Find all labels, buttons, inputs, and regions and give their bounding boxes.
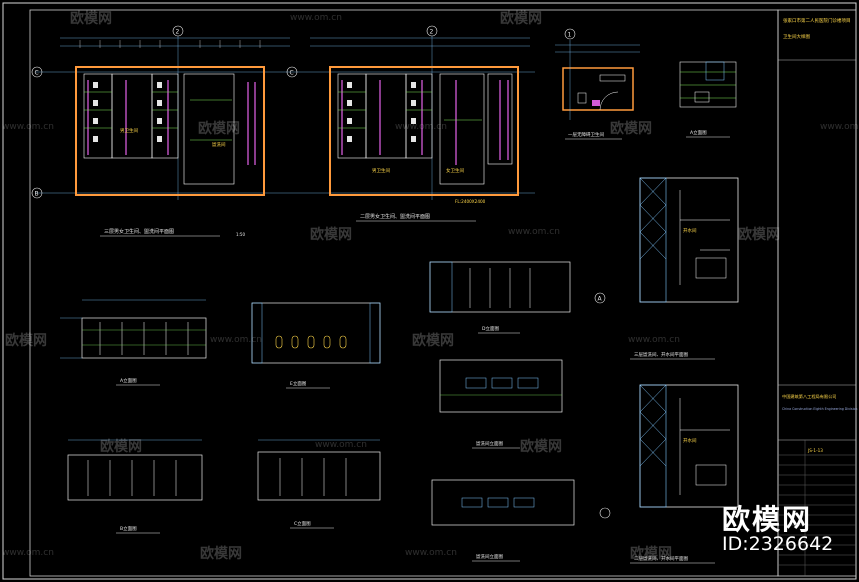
watermark-url: www.om.cn — [405, 548, 457, 558]
view-title: 二层男女卫生间、盥洗间平面图 — [360, 213, 430, 220]
room-label-male: 男卫生间 — [120, 127, 138, 134]
organization: 中国建筑第八工程局有限公司 — [782, 393, 836, 400]
organization-en: China Construction Eighth Engineering Di… — [782, 407, 857, 411]
watermark-url: www.om.cn — [210, 335, 262, 345]
view-title: 三层男女卫生间、盥洗间平面图 — [104, 228, 174, 235]
axis-label: C — [35, 70, 39, 77]
watermark-brand: 欧模网 — [310, 227, 352, 243]
elevation-b: B立面图 — [67, 439, 203, 534]
view-title: 二层盥洗间、开水间平面图 — [634, 555, 688, 562]
elevation-d: D立面图 — [429, 261, 571, 334]
room-label-male: 男卫生间 — [372, 167, 390, 174]
axis-bubble — [426, 25, 438, 37]
axis-label: 2 — [176, 29, 180, 36]
axis-label: 1 — [568, 32, 572, 39]
plan-second-floor: 男卫生间 女卫生间 FL:2400X2400 2 C 二层男女卫生间、盥洗间平面… — [286, 25, 535, 222]
watermark-brand: 欧模网 — [412, 333, 454, 349]
view-title: A立面图 — [690, 129, 707, 136]
room-label-female: 女卫生间 — [446, 167, 464, 174]
elevation-f: 盥洗间立面图 — [439, 359, 563, 449]
watermark-url: www.om.cn — [290, 13, 342, 23]
brand-logo: 欧模网 — [722, 503, 813, 536]
elevation-accessible: A立面图 — [679, 61, 737, 138]
view-title: C立面图 — [294, 520, 311, 527]
plan-accessible-toilet: 1 一层无障碍卫生间 — [555, 28, 640, 140]
axis-label: 2 — [430, 29, 434, 36]
axis-bubble — [594, 292, 606, 304]
watermark-url: www.om.cn — [2, 548, 54, 558]
watermark-url: www.om.cn — [315, 440, 367, 450]
view-title: 盥洗间立面图 — [476, 440, 503, 447]
watermark-brand: 欧模网 — [610, 121, 652, 137]
axis-label: C — [290, 70, 294, 77]
axis-bubble — [172, 25, 184, 37]
drawing-subtitle: 卫生间大样图 — [783, 33, 810, 40]
axis-bubble — [564, 28, 576, 40]
room-label-wash: 盥洗间 — [212, 141, 226, 148]
watermark-brand: 欧模网 — [5, 333, 47, 349]
view-title: A立面图 — [120, 377, 137, 384]
watermark-url: www.om.cn — [628, 335, 680, 345]
view-scale: 1:50 — [236, 232, 245, 237]
watermark-url: www.om.cn — [508, 227, 560, 237]
watermark-brand: 欧模网 — [200, 546, 242, 562]
project-name: 张家口市第二人民医院门诊楼项目 — [783, 17, 851, 24]
axis-label: B — [35, 191, 39, 198]
watermark-brand: 欧模网 — [520, 439, 562, 455]
view-title: E立面图 — [290, 380, 307, 387]
plan-third-floor: 男卫生间 盥洗间 2 C B 三层男女卫生间、盥洗间平面图 1:50 — [31, 25, 290, 237]
axis-bubble — [286, 66, 298, 78]
view-title: 一层无障碍卫生间 — [568, 131, 604, 138]
watermark-brand: 欧模网 — [500, 11, 542, 27]
elevation-e: E立面图 — [251, 302, 381, 389]
axis-bubble — [599, 507, 611, 519]
view-title: 盥洗间立面图 — [476, 553, 503, 560]
axis-label: A — [598, 296, 603, 303]
watermark-url: www.om.cn — [820, 122, 859, 132]
watermark-url: www.om.cn — [2, 122, 54, 132]
axis-bubble — [31, 187, 43, 199]
plan-second-floor-washroom: 开水间 二层盥洗间、开水间平面图 — [630, 384, 739, 564]
drawing-number: JS-1-13 — [807, 448, 823, 453]
plan-third-floor-washroom: 开水间 A 三层盥洗间、开水间平面图 — [594, 177, 739, 360]
elevation-g: 盥洗间立面图 — [431, 479, 611, 562]
watermark-brand: 欧模网 — [100, 439, 142, 455]
title-block: 张家口市第二人民医院门诊楼项目 卫生间大样图 中国建筑第八工程局有限公司 Chi… — [777, 9, 857, 577]
axis-bubble — [31, 66, 43, 78]
elevation-c: C立面图 — [257, 439, 381, 529]
view-title: D立面图 — [482, 325, 499, 332]
watermark-url: www.om.cn — [395, 122, 447, 132]
elevation-a: A立面图 — [60, 299, 207, 386]
dimension-note: FL:2400X2400 — [455, 199, 486, 204]
view-title: B立面图 — [120, 525, 137, 532]
view-title: 三层盥洗间、开水间平面图 — [634, 351, 688, 358]
watermark-brand: 欧模网 — [738, 227, 780, 243]
watermark-brand: 欧模网 — [630, 546, 672, 562]
room-label-boiler: 开水间 — [683, 227, 697, 234]
watermark-brand: 欧模网 — [70, 11, 112, 27]
asset-id: ID:2326642 — [722, 533, 834, 555]
watermark-brand: 欧模网 — [198, 121, 240, 137]
room-label-boiler: 开水间 — [683, 437, 697, 444]
